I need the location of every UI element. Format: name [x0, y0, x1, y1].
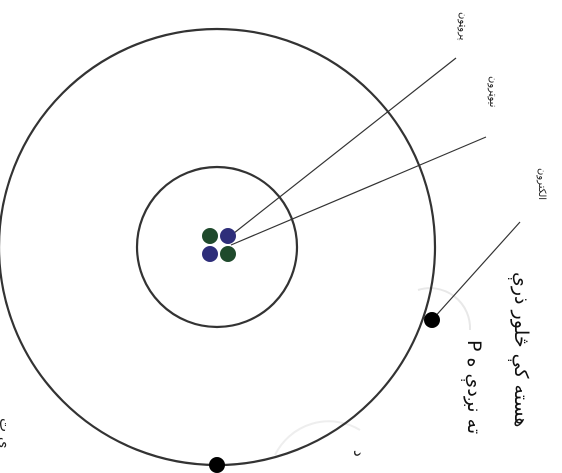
faint-arc-bottom — [274, 420, 361, 456]
electron-dot-right — [424, 312, 440, 328]
neutron-label: نيوټرون — [487, 76, 498, 108]
fragment-bottom-mid: د — [350, 450, 368, 457]
proton-particle-top-right — [220, 228, 236, 244]
proton-label: پروټون — [457, 12, 468, 41]
electron-dot-bottom — [209, 457, 225, 473]
caption-line-2: P ته نږدې ه — [463, 340, 485, 435]
proton-particle-bottom-left — [202, 246, 218, 262]
proton-leader-line — [228, 57, 457, 238]
electron-label: الكترون — [536, 168, 547, 201]
caption-line-1: هسته کې څلور ذرې — [510, 272, 532, 428]
neutron-particle-bottom-right — [220, 246, 236, 262]
inner-orbit — [135, 165, 299, 329]
electron-leader-line — [431, 221, 521, 321]
faint-arc-right — [417, 287, 472, 331]
fragment-bottom-left: ي ت — [0, 418, 14, 449]
neutron-particle-top-left — [202, 228, 218, 244]
outer-orbit — [0, 27, 437, 467]
neutron-leader-line — [230, 136, 487, 246]
